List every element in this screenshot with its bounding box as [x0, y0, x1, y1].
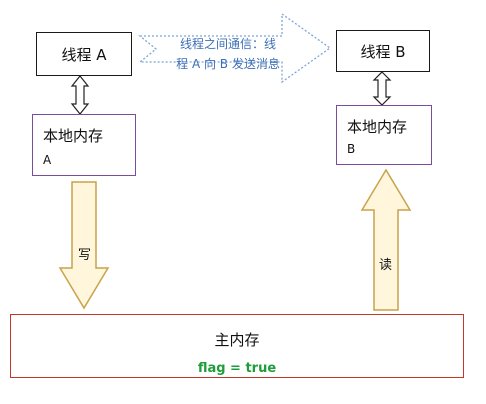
- thread-a-box: 线程 A: [36, 32, 132, 76]
- thread-a-local-a-connector: [70, 75, 90, 115]
- thread-b-label: 线程 B: [360, 42, 406, 61]
- thread-b-local-b-connector: [372, 71, 392, 106]
- main-memory-box: 主内存 flag = true: [10, 314, 464, 378]
- message-banner-arrow: [138, 12, 332, 84]
- local-memory-a-box: 本地内存 A: [32, 114, 136, 176]
- local-memory-b-sub: B: [347, 142, 356, 156]
- write-arrow: [58, 181, 110, 310]
- local-memory-b-title: 本地内存: [347, 118, 408, 136]
- local-memory-b-box: 本地内存 B: [336, 105, 432, 165]
- write-label: 写: [78, 248, 92, 263]
- banner-line-2: 程 A 向 B 发送消息: [176, 57, 280, 71]
- main-memory-title: 主内存: [214, 331, 260, 349]
- banner-line-1: 线程之间通信：线: [179, 37, 276, 51]
- message-banner-text: 线程之间通信：线 程 A 向 B 发送消息: [160, 34, 296, 74]
- read-arrow: [360, 168, 412, 311]
- thread-a-label: 线程 A: [61, 45, 107, 64]
- local-memory-a-title: 本地内存: [43, 127, 104, 145]
- read-label: 读: [379, 258, 393, 273]
- local-memory-a-sub: A: [43, 153, 52, 167]
- thread-b-box: 线程 B: [336, 30, 430, 72]
- flag-value: flag = true: [197, 361, 277, 376]
